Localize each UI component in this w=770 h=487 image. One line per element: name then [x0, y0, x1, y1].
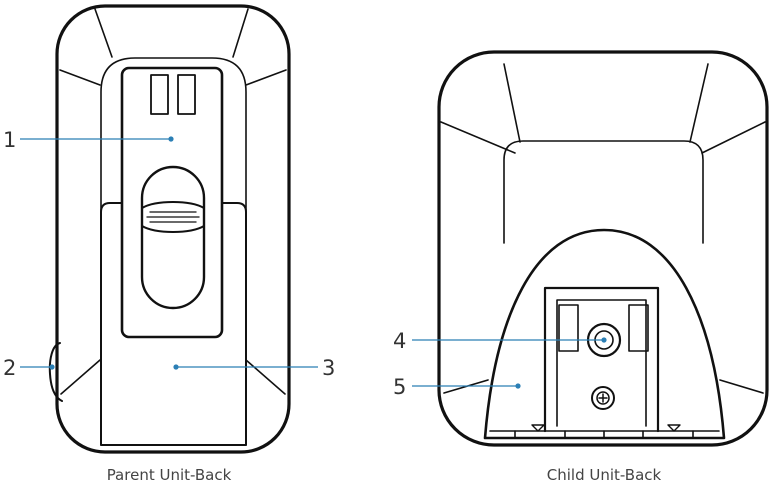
caption-parent-unit-back: Parent Unit-Back: [107, 466, 232, 484]
callout-number-3: 3: [322, 356, 335, 380]
callout-number-2: 2: [3, 356, 16, 380]
child-stand: [485, 230, 724, 438]
parent-unit-drawing: [50, 6, 289, 452]
callout-number-4: 4: [393, 329, 406, 353]
child-inner-panel: [504, 141, 703, 243]
callout-number-5: 5: [393, 375, 406, 399]
callout-number-1: 1: [3, 128, 16, 152]
parent-latch: [142, 167, 204, 308]
caption-child-unit-back: Child Unit-Back: [547, 466, 662, 484]
